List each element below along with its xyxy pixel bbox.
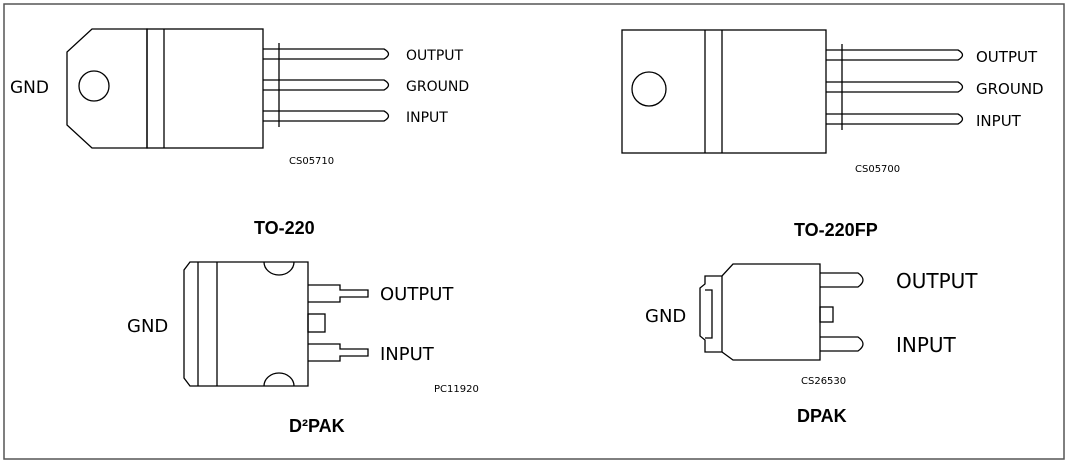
dpak-body [699,263,821,361]
dpak-tab-inner [705,276,723,352]
to220-tab-label: GND [10,78,49,98]
d2pak-drawing-code: PC11920 [434,384,479,395]
d2pak-body [183,261,309,387]
d2pak-lead-input [308,343,369,362]
to220-lead-2 [263,79,390,91]
dpak-center-stub [819,306,834,323]
to220fp-pin-3-label: INPUT [976,112,1022,130]
dpak-pin-2-label: INPUT [896,333,957,357]
to220-lead-3 [263,110,390,122]
dpak-drawing-code: CS26530 [801,376,846,387]
d2pak-notch-bottom [263,372,295,387]
to220-pin-1-label: OUTPUT [406,48,464,64]
d2pak-tab-label: GND [127,316,168,337]
to220fp-lead-3 [826,113,964,125]
dpak-package-title: DPAK [797,406,847,426]
dpak-lead-output [820,272,864,288]
dpak-lead-input [820,336,864,352]
dpak-pin-1-label: OUTPUT [896,269,978,293]
to220fp-lead-2 [826,81,964,93]
to220fp-body [621,29,827,154]
d2pak-notch-top [263,261,295,276]
to220fp-pin-1-label: OUTPUT [976,48,1038,66]
to220fp-lead-1 [826,49,964,61]
to220-pin-3-label: INPUT [406,110,448,126]
package-to220: GND OUTPUT GROUND INPUT CS05710 TO-220 [10,28,469,238]
d2pak-pin-2-label: INPUT [380,344,435,365]
to220-package-title: TO-220 [254,218,315,238]
d2pak-lead-output [308,284,369,303]
to220fp-mounting-hole [631,71,667,107]
to220fp-pin-2-label: GROUND [976,80,1044,98]
to220-pin-2-label: GROUND [406,79,469,95]
package-d2pak: GND OUTPUT INPUT PC11920 D²PAK [127,261,479,436]
d2pak-package-title: D²PAK [289,416,345,436]
to220-body [146,28,264,149]
to220-mounting-hole [78,70,110,102]
d2pak-pin-1-label: OUTPUT [380,284,454,305]
to220-lead-1 [263,48,390,60]
package-dpak: GND OUTPUT INPUT CS26530 DPAK [645,263,978,426]
to220fp-package-title: TO-220FP [794,220,878,240]
to220fp-drawing-code: CS05700 [855,164,900,175]
to220-drawing-code: CS05710 [289,156,334,167]
dpak-tab-label: GND [645,306,686,327]
figure-frame [3,3,1065,460]
package-to220fp: OUTPUT GROUND INPUT CS05700 TO-220FP [621,29,1044,240]
d2pak-center-stub [307,313,326,333]
